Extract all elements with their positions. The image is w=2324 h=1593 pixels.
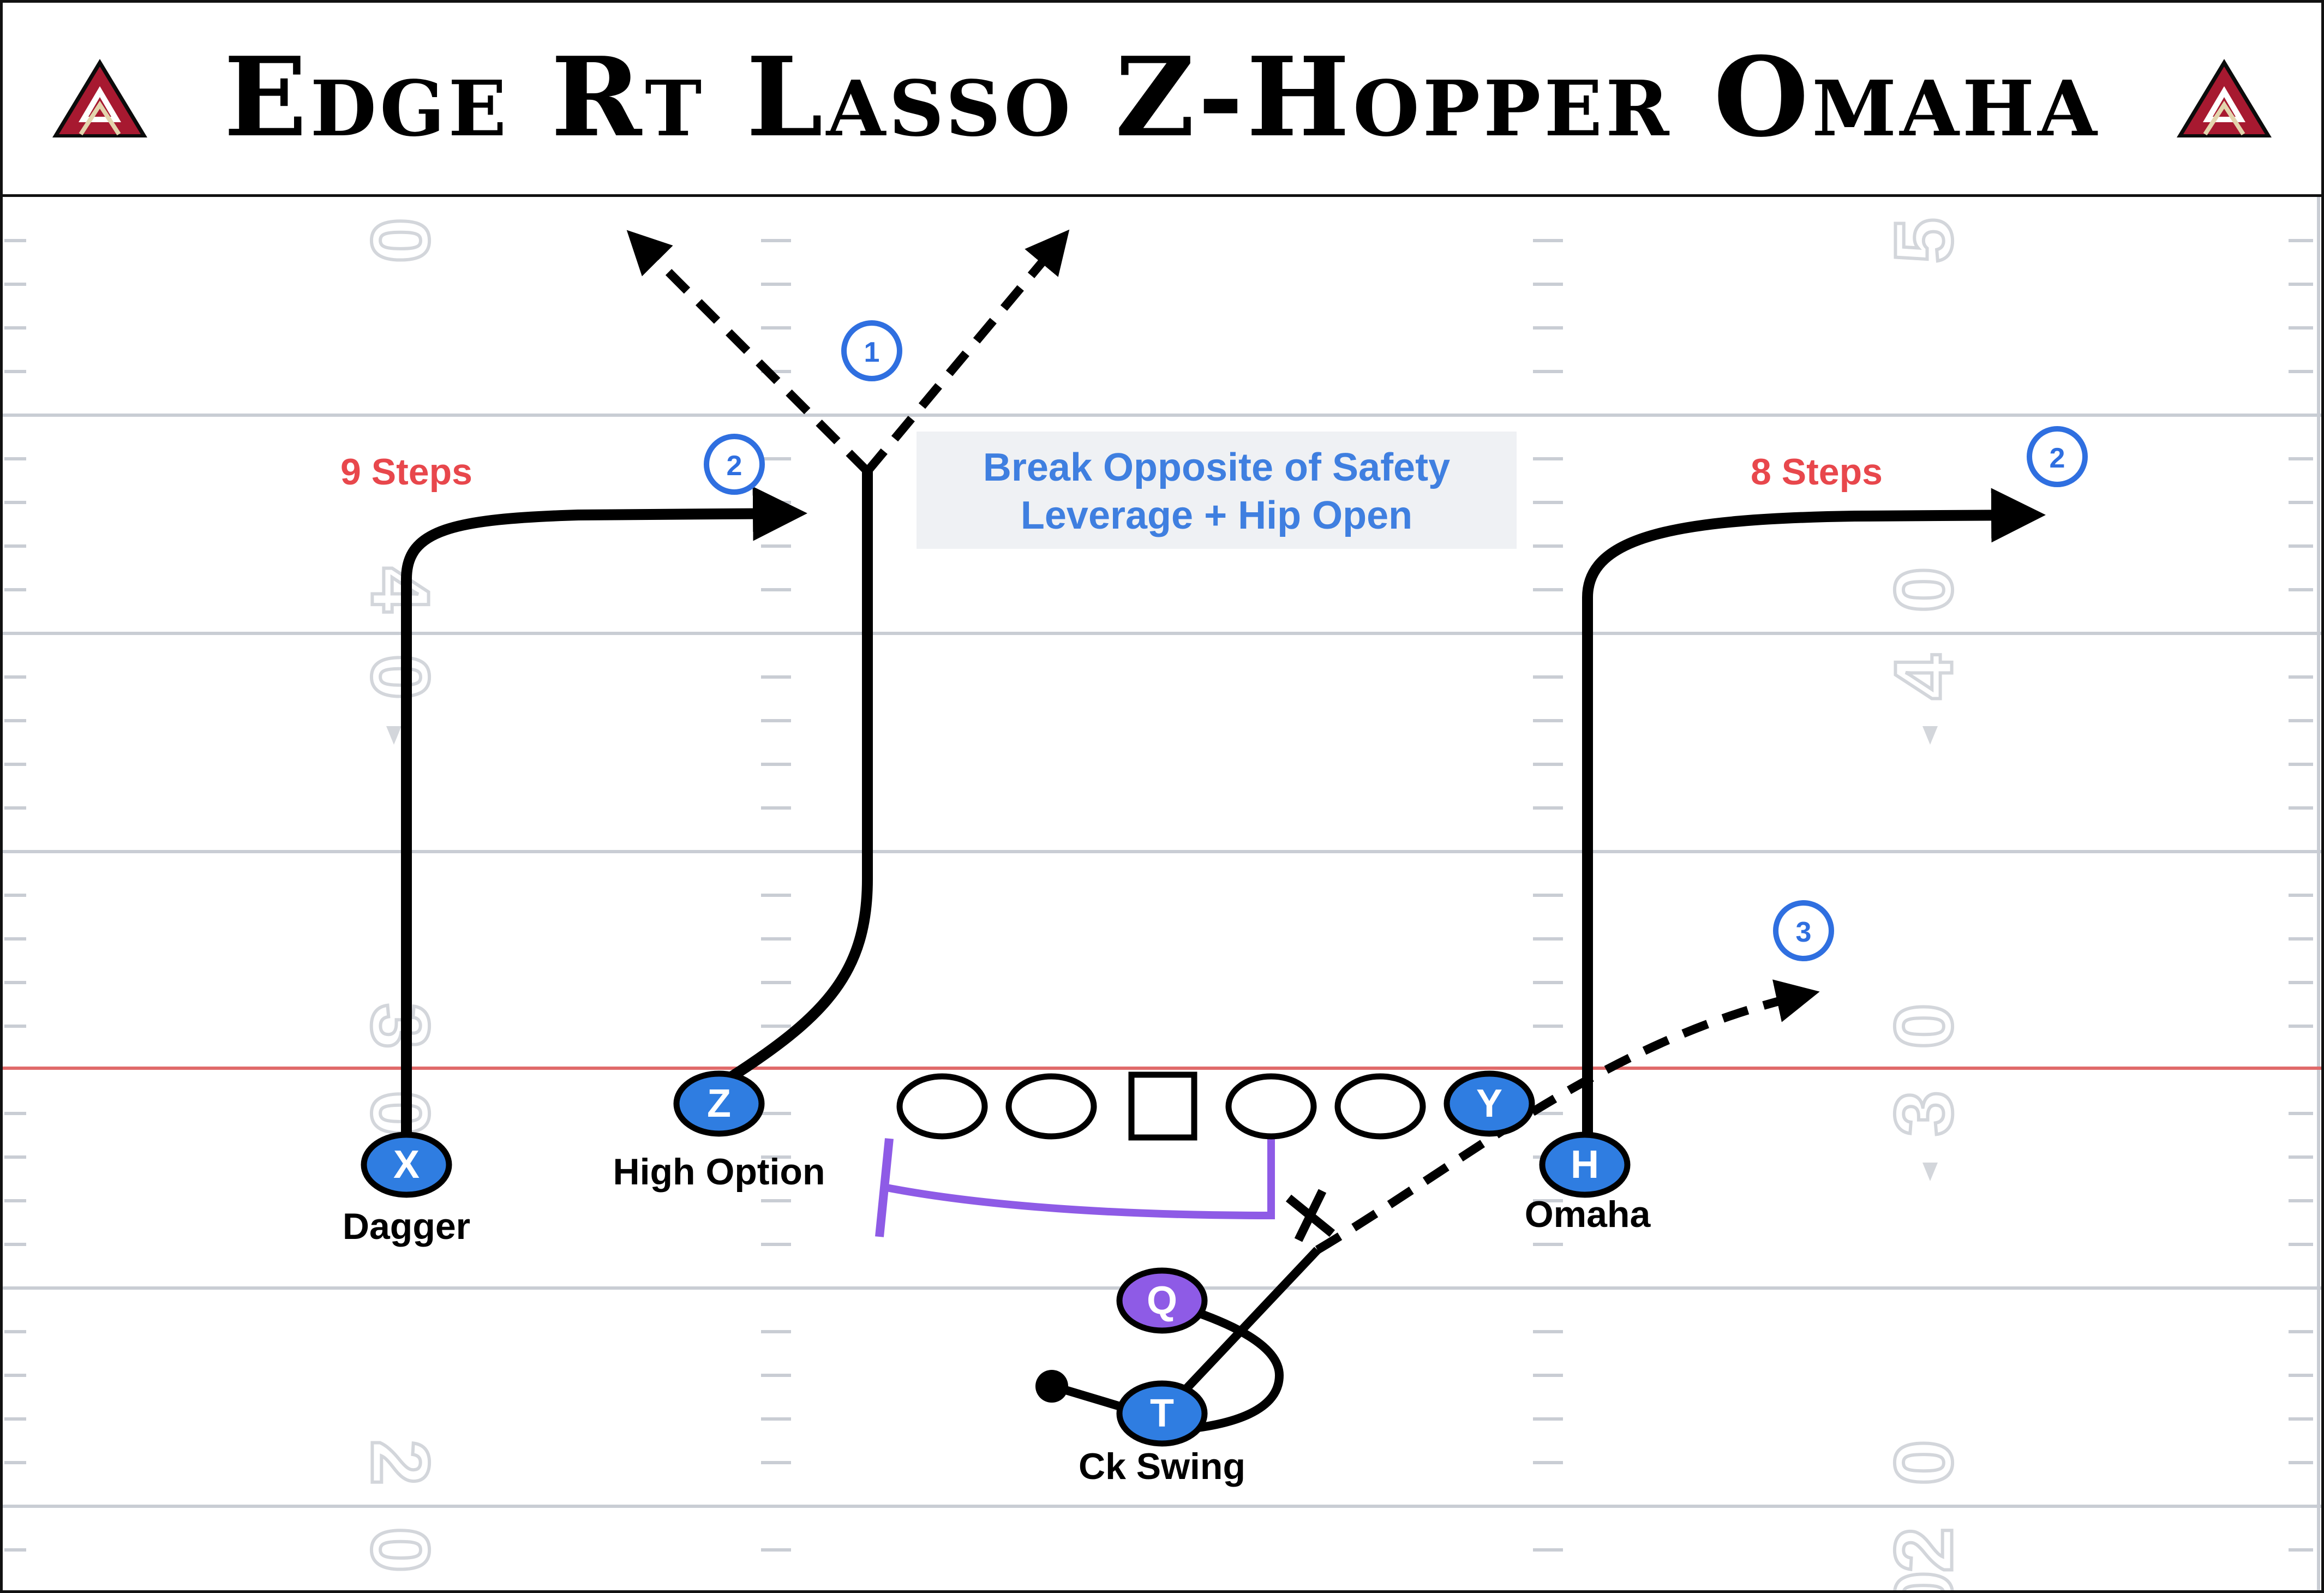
yard-number: 0: [355, 218, 446, 263]
x-dagger-route: [401, 486, 807, 1159]
yard-number: 0: [355, 1527, 446, 1572]
t-swing-path: [1161, 1305, 1284, 1435]
z-route-break-left: [626, 230, 871, 475]
player-q-letter: Q: [1147, 1279, 1177, 1322]
player-x-label: Dagger: [343, 1206, 470, 1247]
h-omaha-route: [1582, 488, 2046, 1159]
svg-text:2: 2: [727, 450, 742, 482]
yard-number: 3: [1878, 1091, 1969, 1136]
yard-number: 3: [355, 1003, 446, 1049]
yard-number: 5: [1878, 218, 1969, 263]
yard-number: 4: [1878, 654, 1969, 699]
player-x-letter: X: [393, 1143, 420, 1187]
coaching-note-box: [917, 432, 1517, 549]
title-bar: Edge Rt Lasso Z-Hopper Omaha: [0, 0, 2324, 197]
diamondbacks-logo-right-icon: [2177, 59, 2272, 137]
x-steps-label: 9 Steps: [340, 451, 472, 493]
read-badge-1: 1: [841, 320, 902, 381]
yard-number: 2: [355, 1440, 446, 1485]
left-guard: [1005, 1073, 1097, 1140]
t-start-dot: [1035, 1370, 1068, 1403]
player-z: Z: [673, 1070, 765, 1137]
read-badge-2-right: 2: [2027, 426, 2088, 487]
block-end-bar: [875, 1138, 894, 1237]
player-z-letter: Z: [707, 1082, 731, 1125]
center: [1128, 1071, 1197, 1141]
svg-text:3: 3: [1796, 917, 1812, 948]
player-q: Q: [1116, 1267, 1208, 1334]
yard-number: 0: [355, 1091, 446, 1136]
yard-number: 0: [355, 654, 446, 699]
player-h-label: Omaha: [1525, 1194, 1651, 1235]
player-t: T: [1116, 1380, 1208, 1447]
diamondbacks-logo-left-icon: [52, 59, 147, 137]
read-badge-3: 3: [1773, 900, 1834, 961]
player-z-label: High Option: [613, 1151, 825, 1193]
player-x: X: [361, 1131, 452, 1198]
yard-number: 0: [1878, 1440, 1969, 1485]
yard-number: 0: [1878, 567, 1969, 612]
z-route-stem: [729, 471, 873, 1081]
player-h-letter: H: [1571, 1143, 1599, 1187]
yard-number: 4: [355, 567, 446, 612]
svg-text:2: 2: [2050, 442, 2065, 474]
coaching-note-line1: Break Opposite of Safety: [983, 446, 1450, 489]
yard-number: 0: [1878, 1003, 1969, 1049]
player-y-letter: Y: [1476, 1082, 1502, 1125]
svg-text:1: 1: [864, 337, 880, 368]
play-diagram: 040302050403020 Break Opposite of Safety…: [0, 197, 2324, 1593]
yard-number: 0: [1878, 1571, 1969, 1593]
right-guard: [1225, 1073, 1317, 1140]
player-t-label: Ck Swing: [1079, 1446, 1245, 1487]
coaching-note-line2: Leverage + Hip Open: [1021, 494, 1412, 537]
player-y: Y: [1443, 1070, 1535, 1137]
route-cross-mark: [1285, 1189, 1335, 1242]
z-route-break-right: [864, 229, 1070, 475]
left-tackle: [896, 1073, 988, 1140]
y-route: [1315, 979, 1820, 1254]
play-title: Edge Rt Lasso Z-Hopper Omaha: [224, 33, 2100, 161]
player-t-letter: T: [1150, 1392, 1174, 1435]
yard-numbers: 040302050403020: [353, 216, 1970, 1593]
block-assignment: [883, 1134, 1275, 1220]
yard-number: 2: [1878, 1527, 1969, 1572]
h-steps-label: 8 Steps: [1751, 451, 1883, 493]
player-h: H: [1539, 1131, 1631, 1198]
right-tackle: [1334, 1073, 1426, 1140]
read-badge-2-left: 2: [704, 434, 765, 495]
